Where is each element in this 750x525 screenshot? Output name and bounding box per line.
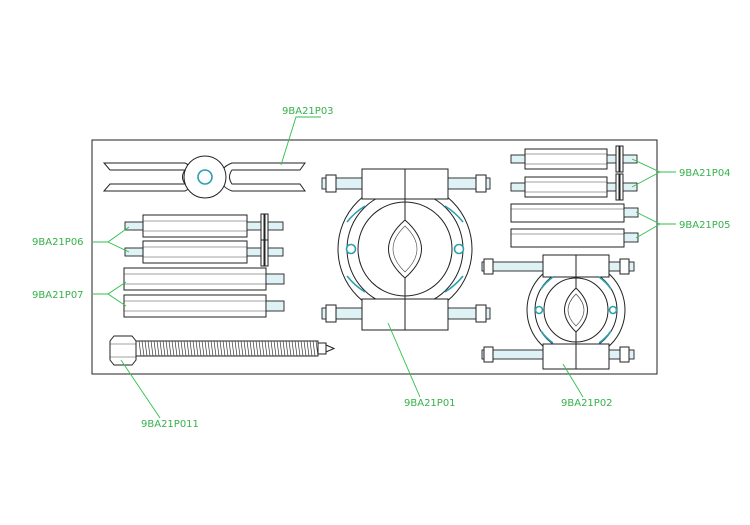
screw-thread xyxy=(291,340,295,357)
screw-thread xyxy=(174,340,178,357)
screw-thread xyxy=(309,340,313,357)
screw-thread xyxy=(225,340,229,357)
screw-thread xyxy=(312,340,316,357)
screw-thread xyxy=(159,340,163,357)
screw-thread xyxy=(138,340,142,357)
screw-thread xyxy=(294,340,298,357)
screw-thread xyxy=(198,340,202,357)
short-rods-part xyxy=(124,213,284,267)
screw-thread xyxy=(243,340,247,357)
screw-thread xyxy=(171,340,175,357)
screw-thread xyxy=(258,340,262,357)
screw-thread xyxy=(267,340,271,357)
label-9ba21p07: 9BA21P07 xyxy=(32,290,84,301)
label-9ba21p01: 9BA21P01 xyxy=(404,398,456,409)
screw-thread xyxy=(252,340,256,357)
label-9ba21p02: 9BA21P02 xyxy=(561,398,613,409)
screw-thread xyxy=(144,340,148,357)
screw-thread xyxy=(141,340,145,357)
label-9ba21p06: 9BA21P06 xyxy=(32,237,84,248)
forcing-screw-part xyxy=(109,335,336,366)
leader-lines xyxy=(93,116,676,419)
screw-thread xyxy=(231,340,235,357)
screw-thread xyxy=(276,340,280,357)
screw-thread xyxy=(255,340,259,357)
screw-thread xyxy=(204,340,208,357)
screw-thread xyxy=(300,340,304,357)
large-separator-part xyxy=(321,168,491,331)
screw-thread xyxy=(273,340,277,357)
screw-thread xyxy=(237,340,241,357)
screw-thread xyxy=(219,340,223,357)
screw-thread xyxy=(261,340,265,357)
screw-thread xyxy=(282,340,286,357)
screw-thread xyxy=(297,340,301,357)
screw-thread xyxy=(207,340,211,357)
screw-thread xyxy=(156,340,160,357)
small-separator-part xyxy=(481,254,635,370)
screw-thread xyxy=(177,340,181,357)
screw-thread xyxy=(240,340,244,357)
long-rods-part xyxy=(123,267,285,318)
small-rods-part xyxy=(510,145,638,201)
screw-thread xyxy=(186,340,190,357)
screw-thread xyxy=(213,340,217,357)
screw-thread xyxy=(165,340,169,357)
screw-thread xyxy=(147,340,151,357)
screw-thread xyxy=(270,340,274,357)
flat-rods-part xyxy=(510,203,639,248)
label-9ba21p05: 9BA21P05 xyxy=(679,220,731,231)
screw-thread xyxy=(246,340,250,357)
screw-thread xyxy=(228,340,232,357)
screw-thread xyxy=(189,340,193,357)
screw-thread xyxy=(285,340,289,357)
screw-thread xyxy=(180,340,184,357)
screw-thread xyxy=(288,340,292,357)
label-9ba21p04: 9BA21P04 xyxy=(679,168,731,179)
screw-thread xyxy=(195,340,199,357)
screw-thread xyxy=(306,340,310,357)
screw-thread xyxy=(153,340,157,357)
screw-thread xyxy=(192,340,196,357)
screw-thread xyxy=(222,340,226,357)
label-9ba21p03: 9BA21P03 xyxy=(282,106,334,117)
screw-thread xyxy=(249,340,253,357)
screw-thread xyxy=(210,340,214,357)
screw-thread xyxy=(279,340,283,357)
screw-thread xyxy=(303,340,307,357)
screw-thread xyxy=(234,340,238,357)
screw-thread xyxy=(264,340,268,357)
screw-thread xyxy=(168,340,172,357)
label-9ba21p011: 9BA21P011 xyxy=(141,419,199,430)
screw-thread xyxy=(201,340,205,357)
screw-thread xyxy=(162,340,166,357)
cross-arm-part xyxy=(102,155,306,199)
screw-thread xyxy=(216,340,220,357)
screw-thread xyxy=(183,340,187,357)
screw-thread xyxy=(150,340,154,357)
